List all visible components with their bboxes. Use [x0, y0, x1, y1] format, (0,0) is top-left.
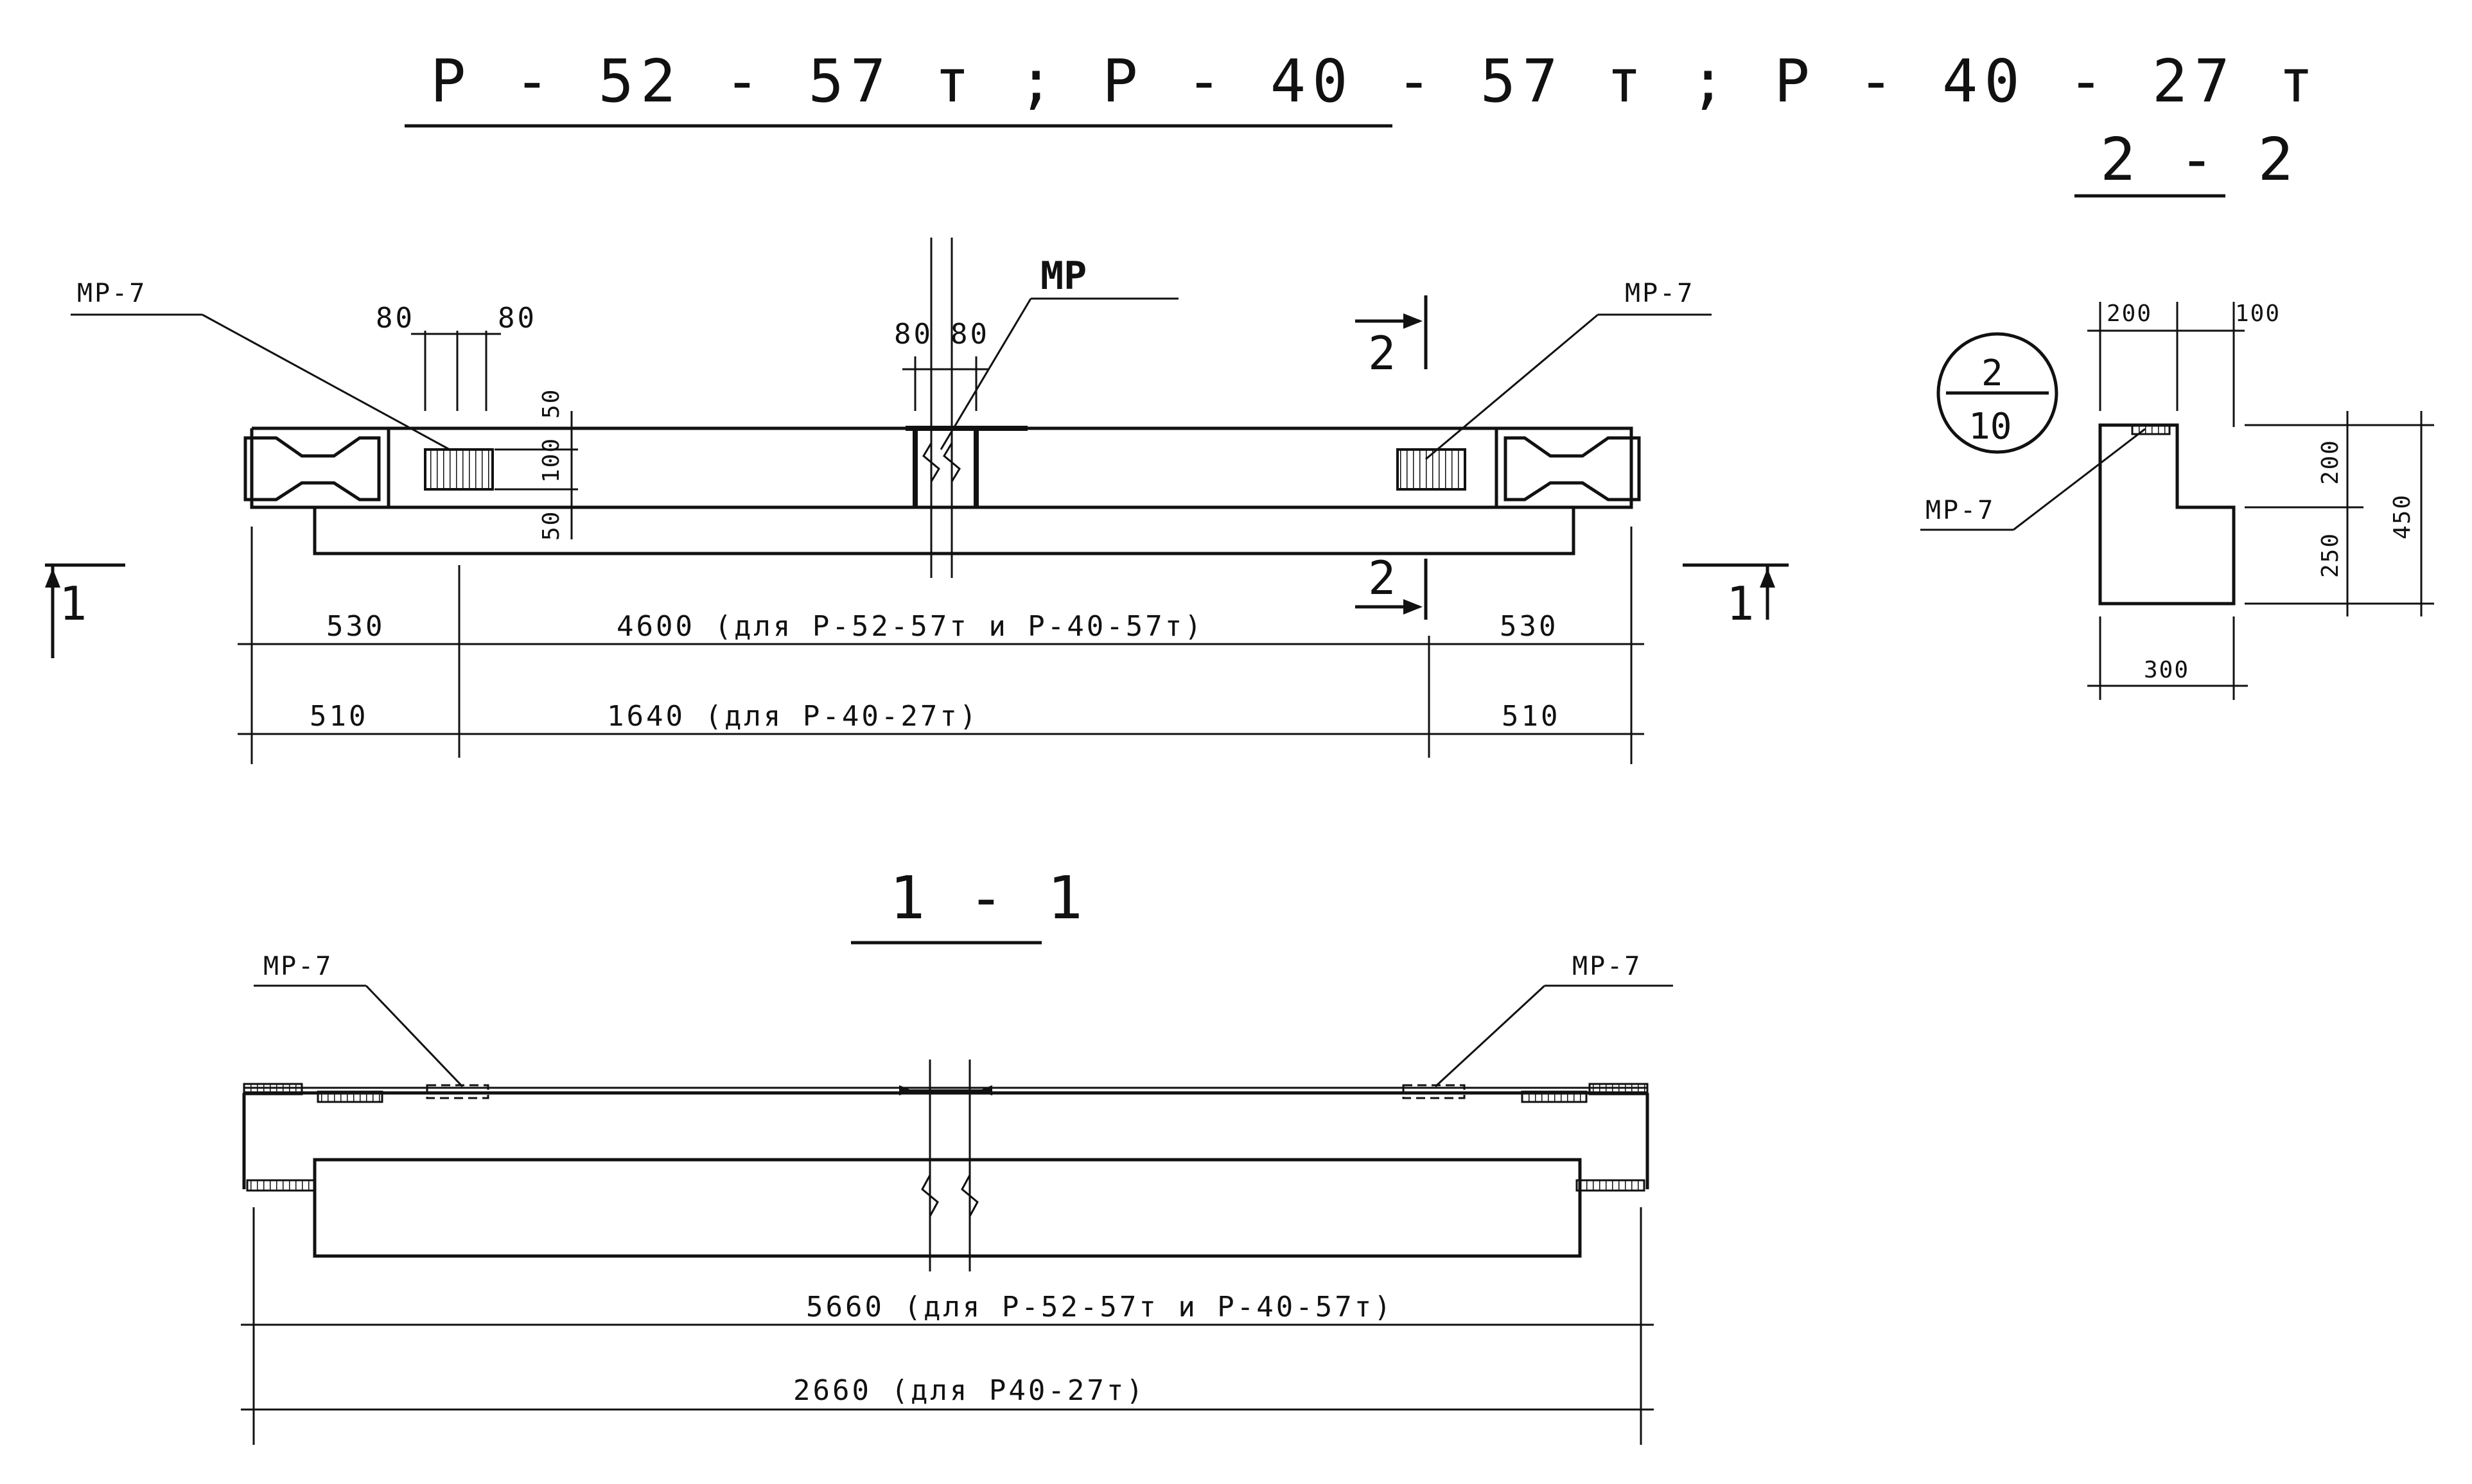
section-2-2-callout-top: 2: [1981, 353, 2003, 394]
section-2-2-title: 2 - 2: [2100, 125, 2297, 194]
section-1-1-dim2: 2660 (для Р40-27т): [793, 1374, 1146, 1407]
section-1-1-title: 1 - 1: [890, 864, 1087, 932]
title-text: Р - 52 - 57 т ; Р - 40 - 57 т ; Р - 40 -…: [430, 47, 2320, 116]
dim-side-bottom: 50: [538, 511, 565, 541]
dim-row2-left: 510: [310, 700, 368, 733]
section-2-2-label-mr7: МР-7: [1925, 496, 1995, 525]
leader-mr7-right: [1425, 313, 1599, 460]
dim-mid-a: 80: [894, 318, 933, 351]
dim-row2-center: 1640 (для Р-40-27т): [607, 700, 979, 733]
section-2-2-dim-right-upper: 200: [2317, 439, 2344, 485]
plan-view: МР-7 МР-7 МР 80 80 80 80 50 100 50: [45, 238, 1789, 764]
cut-mark-left-label: 1: [59, 577, 87, 631]
section-1-1-label-mr7-right: МР-7: [1572, 952, 1642, 981]
section-1-1-bearing-right-top-b: [1588, 1083, 1649, 1096]
cut-mark-left-arrowhead: [45, 568, 60, 588]
plan-right-end-detail: [1503, 436, 1641, 502]
section-1-1-break-zigzag-2: [961, 1174, 979, 1217]
section-2-2-plate: [2131, 424, 2171, 435]
plan-left-end-detail: [243, 436, 381, 502]
section-1-1-mr7-plate-left: [426, 1084, 489, 1099]
section-1-1: 1 - 1 МР-7 МР-7: [241, 864, 1673, 1445]
section-1-1-lower-beam: [313, 1158, 1582, 1258]
dim-row1-center: 4600 (для Р-52-57т и Р-40-57т): [617, 610, 1204, 643]
label-mr7-left: МР-7: [77, 279, 146, 308]
section-2-2-callout-circle: [1936, 332, 2058, 454]
section-1-1-mr7-plate-right: [1402, 1084, 1466, 1099]
section-2-2: 2 - 2 2 10 МР-7 200 100 200 250 450: [1920, 125, 2434, 700]
section-1-1-top-slab: [242, 1091, 1649, 1189]
section-2-2-dim-bottom: 300: [2144, 657, 2189, 683]
cut-mark-lower-arrowhead: [1403, 599, 1423, 615]
plan-beam-outline: [250, 426, 1633, 509]
plan-break-zigzag-1: [922, 442, 940, 482]
label-mr7-right: МР-7: [1625, 279, 1694, 308]
dim-side-top: 50: [538, 388, 565, 419]
section-1-1-leader-left: [365, 984, 464, 1088]
cut-mark-right-label: 1: [1726, 577, 1754, 631]
section-2-2-leader: [2013, 428, 2146, 531]
cut-mark-upper-arrowhead: [1403, 313, 1423, 329]
cut-mark-right-arrowhead: [1760, 568, 1775, 588]
label-mr: МР: [1040, 254, 1087, 299]
section-2-2-dim-right-total: 450: [2389, 494, 2415, 539]
cut-mark-lower-label: 2: [1368, 551, 1396, 605]
section-1-1-break-zigzag-1: [921, 1174, 939, 1217]
section-1-1-bearing-right-bottom: [1575, 1179, 1645, 1192]
section-2-2-callout-bottom: 10: [1968, 406, 2012, 448]
section-1-1-bearing-left-top-b: [317, 1090, 383, 1103]
section-1-1-dim1: 5660 (для Р-52-57т и Р-40-57т): [806, 1291, 1394, 1323]
leader-mr7-left: [202, 313, 450, 451]
section-1-1-bearing-left-top-a: [243, 1083, 303, 1096]
section-1-1-bearing-right-top-a: [1521, 1090, 1588, 1103]
section-2-2-dim-right-lower: 250: [2317, 532, 2344, 578]
dim-row1-right: 530: [1500, 610, 1558, 643]
dim-row2-right: 510: [1502, 700, 1560, 733]
plan-break-zigzag-2: [943, 442, 961, 482]
plan-mr7-plate-left: [424, 448, 494, 491]
plan-lower-edge: [313, 507, 1575, 555]
section-1-1-label-mr7-left: МР-7: [263, 952, 333, 981]
dim-side-middle: 100: [538, 437, 565, 483]
dim-left-a: 80: [376, 302, 415, 335]
dim-row1-left: 530: [326, 610, 385, 643]
leader-mr: [940, 298, 1032, 450]
dim-left-b: 80: [498, 302, 537, 335]
section-2-2-dim-top-b: 100: [2235, 301, 2281, 327]
plan-mr7-plate-right: [1396, 448, 1466, 491]
drawing-title: Р - 52 - 57 т ; Р - 40 - 57 т ; Р - 40 -…: [405, 47, 2320, 128]
section-1-1-bearing-left-bottom: [246, 1179, 316, 1192]
section-1-1-leader-right: [1434, 984, 1546, 1088]
dim-mid-b: 80: [951, 318, 990, 351]
section-2-2-outline: [2098, 423, 2236, 606]
section-2-2-dim-top-a: 200: [2107, 301, 2152, 327]
cut-mark-upper-label: 2: [1368, 326, 1396, 380]
